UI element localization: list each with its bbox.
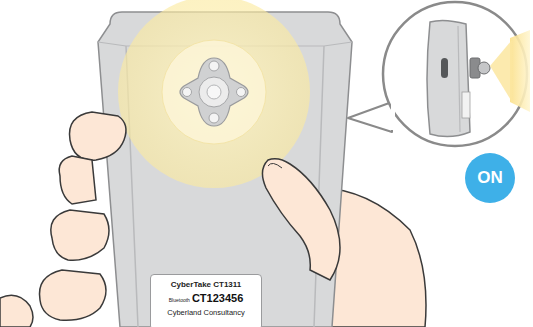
label-text: Bluetooth bbox=[169, 294, 190, 307]
device-label: CyberTake CT1311BluetoothCT123456Cyberla… bbox=[150, 274, 262, 327]
screw-hole bbox=[183, 88, 192, 97]
finger bbox=[51, 210, 109, 260]
callout-join bbox=[391, 100, 395, 130]
side-sticker bbox=[462, 92, 470, 118]
zoom-callout bbox=[383, 2, 527, 146]
device-side bbox=[427, 20, 470, 136]
light-beam bbox=[510, 30, 530, 112]
finger bbox=[69, 112, 126, 160]
screw-hole bbox=[209, 113, 219, 123]
thumbnail bbox=[268, 163, 282, 168]
label-text: ON bbox=[464, 152, 516, 204]
thumb bbox=[262, 159, 340, 280]
lamp-lens bbox=[207, 85, 221, 99]
screw-hole bbox=[237, 88, 246, 97]
lamp-lens bbox=[199, 77, 229, 107]
label-text: CyberTake CT1311 bbox=[151, 280, 261, 290]
label-text: CT123456 bbox=[192, 291, 243, 305]
switch bbox=[441, 58, 448, 78]
lamp-flange bbox=[180, 58, 248, 126]
lamp-knob bbox=[478, 62, 490, 74]
light-beam bbox=[490, 40, 512, 102]
finger bbox=[0, 295, 33, 327]
circle-fill bbox=[465, 153, 515, 203]
screw-hole bbox=[209, 61, 219, 71]
label-line: BluetoothCT123456 bbox=[151, 290, 261, 307]
status-circle: ON bbox=[464, 152, 516, 204]
finger bbox=[39, 270, 106, 320]
finger bbox=[59, 156, 96, 204]
light-glow-inner bbox=[162, 40, 266, 144]
device-edge bbox=[458, 26, 460, 132]
label-text: Cyberland Consultancy bbox=[151, 307, 261, 318]
callout-pointer bbox=[348, 102, 392, 132]
